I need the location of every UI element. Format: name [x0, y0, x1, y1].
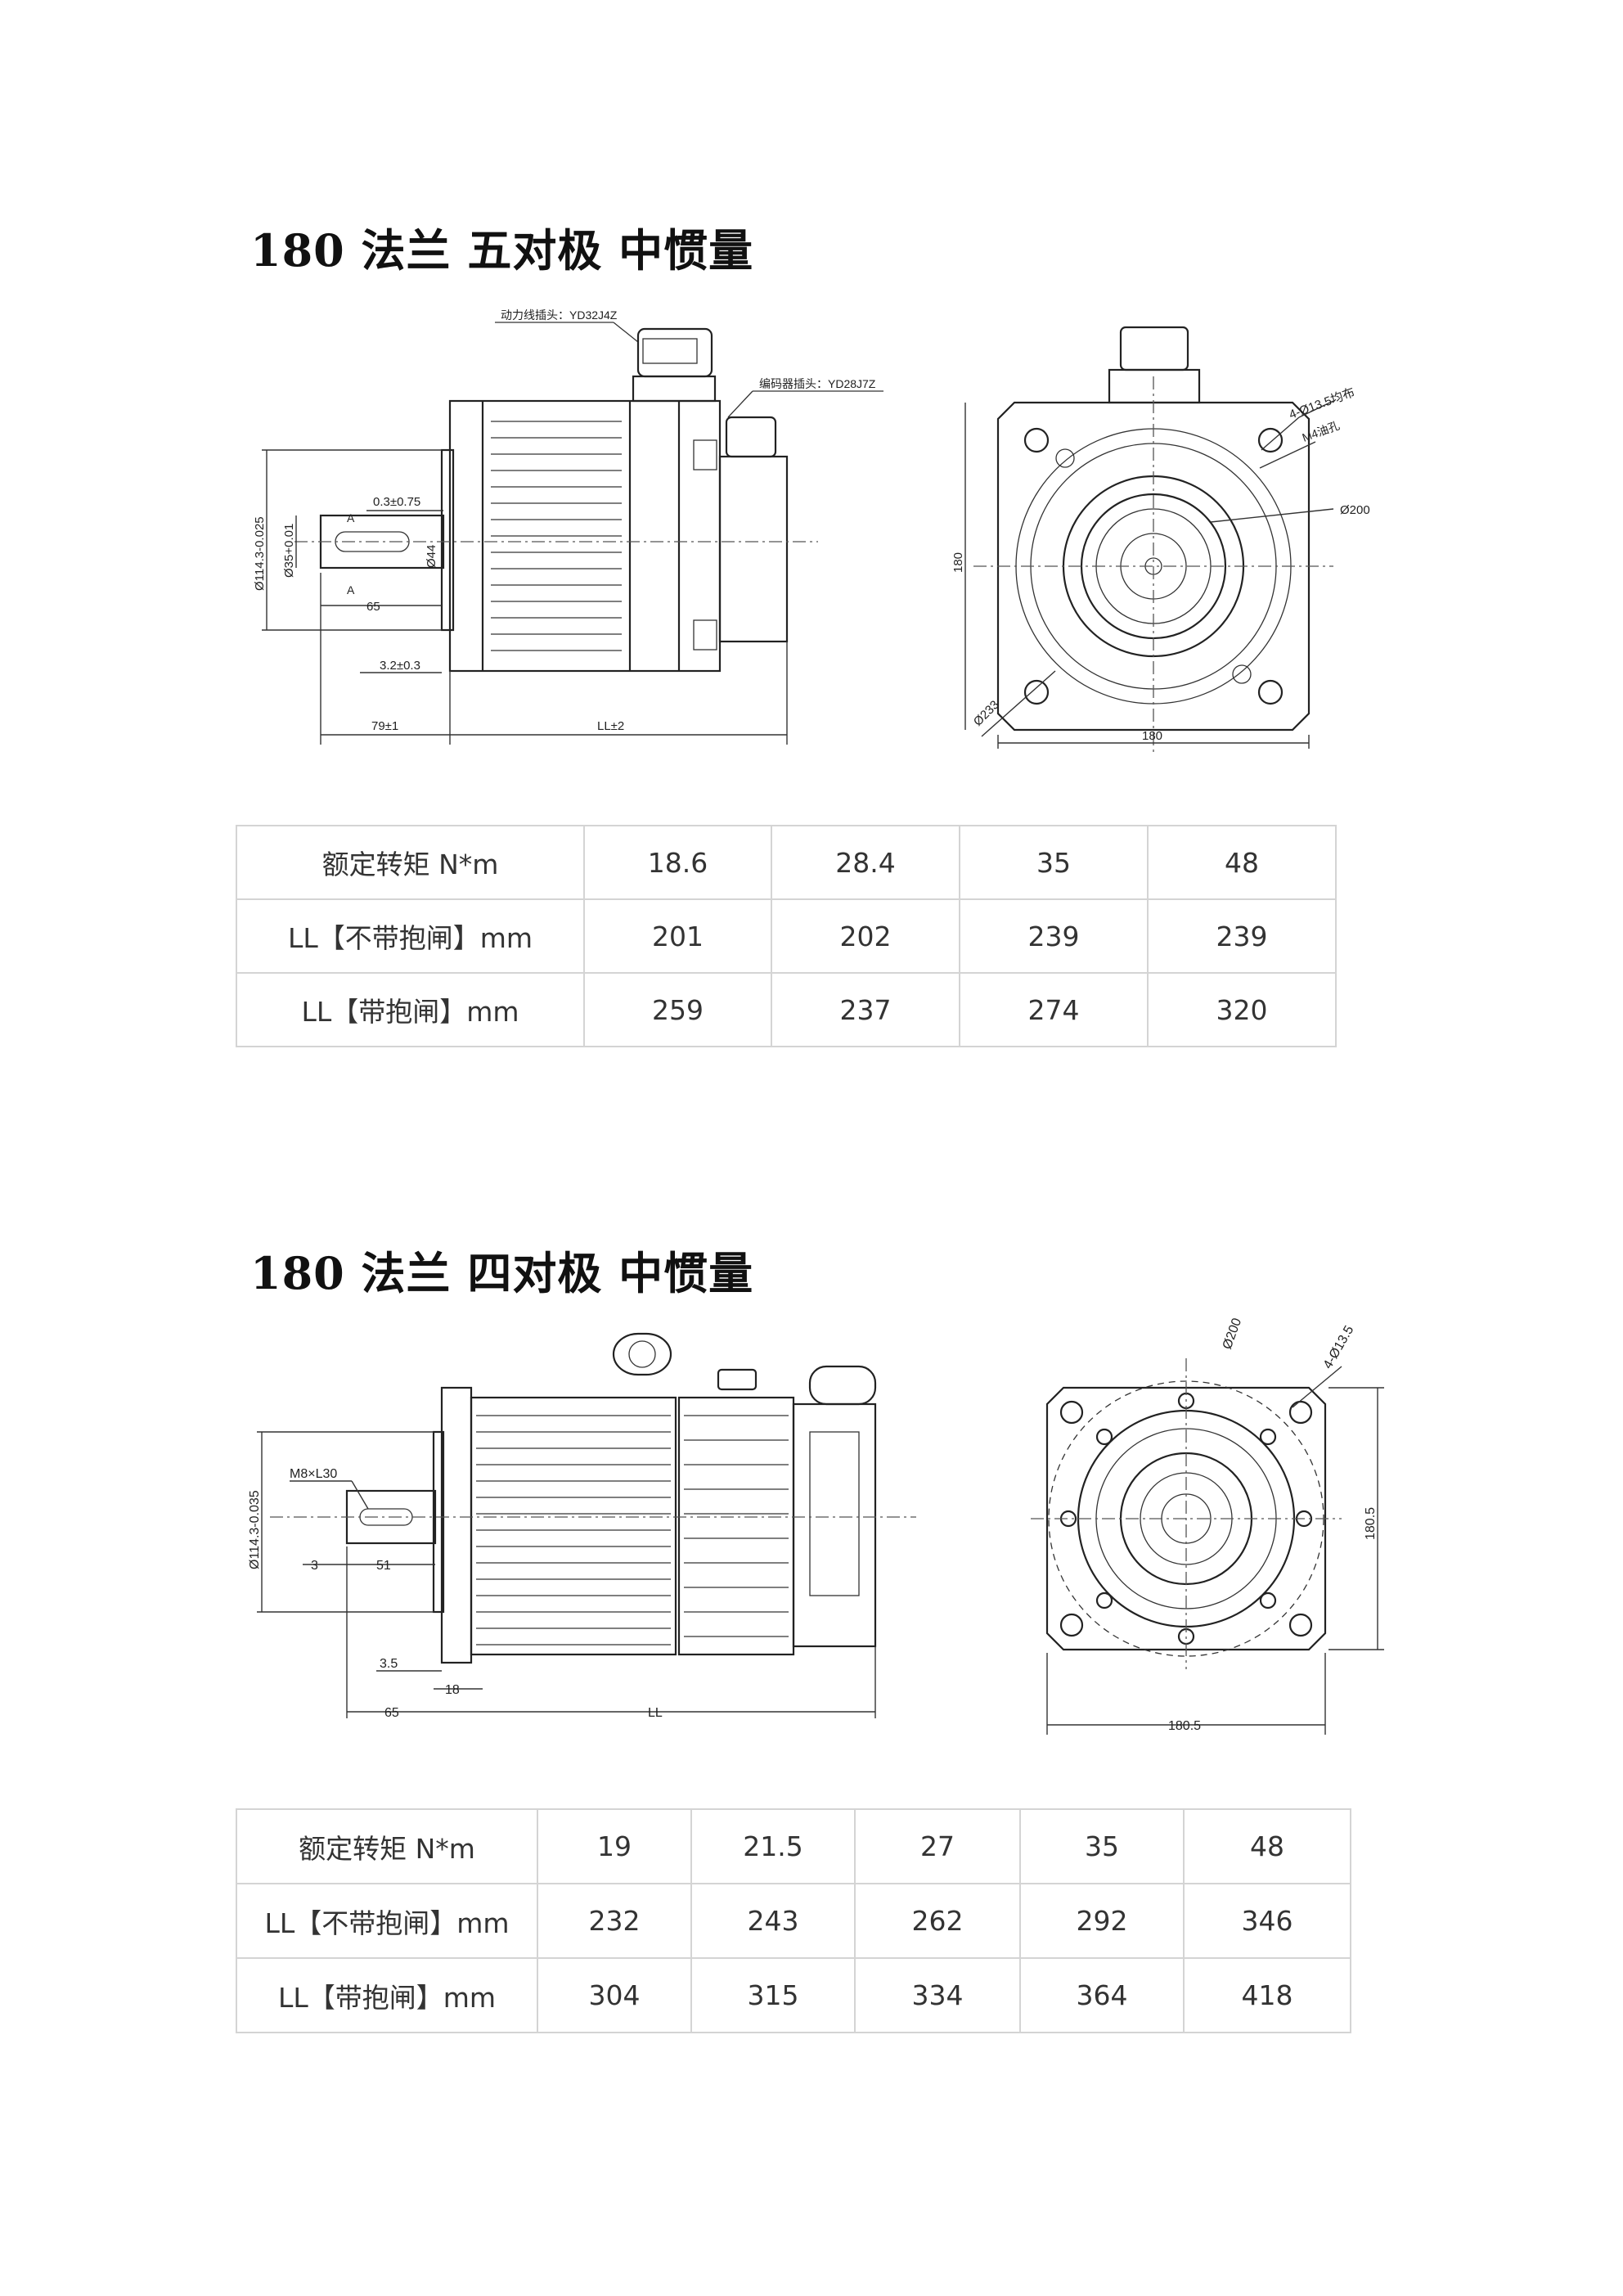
table-cell: 28.4 — [771, 825, 960, 900]
table-cell: 259 — [583, 972, 772, 1047]
table-cell: 201 — [583, 898, 772, 974]
table-cell: 35 — [1019, 1808, 1185, 1884]
dim-holes: 4-Ø13.5 — [1321, 1323, 1357, 1371]
row-label: LL【不带抱闸】mm — [236, 1883, 538, 1959]
table-cell: 292 — [1019, 1883, 1185, 1959]
dim-side-180-5: 180.5 — [1364, 1507, 1378, 1540]
table-cell: 48 — [1147, 825, 1337, 900]
dim-len-65: 65 — [384, 1706, 399, 1720]
dim-len-3: 3 — [311, 1559, 318, 1573]
dim-len-65: 65 — [366, 600, 380, 614]
dim-bottom-180: 180 — [1142, 729, 1162, 743]
dim-tol-03: 0.3±0.75 — [373, 495, 420, 509]
table-row: 额定转矩 N*m 19 21.5 27 35 48 — [236, 1808, 1351, 1884]
table-cell: 320 — [1147, 972, 1337, 1047]
dim-holes: 4-Ø13.5均布 — [1288, 385, 1357, 422]
table-cell: 27 — [854, 1808, 1021, 1884]
motor-side-view-drawing: 动力线插头：YD32J4Z 编码器插头：YD28J7Z 0.3±0.75 A A… — [253, 308, 883, 745]
dim-m8: M8×L30 — [290, 1467, 337, 1481]
spec-table: 额定转矩 N*m 19 21.5 27 35 48 LL【不带抱闸】mm 232… — [236, 1808, 1351, 2033]
dim-dia-200: Ø200 — [1340, 503, 1370, 517]
table-row: LL【不带抱闸】mm 201 202 239 239 — [236, 898, 1337, 974]
table-cell: 19 — [537, 1808, 692, 1884]
table-cell: 18.6 — [583, 825, 772, 900]
table-cell: 346 — [1183, 1883, 1351, 1959]
table-cell: 48 — [1183, 1808, 1351, 1884]
dim-bottom-180-5: 180.5 — [1168, 1719, 1201, 1733]
table-cell: 239 — [1147, 898, 1337, 974]
row-label: LL【带抱闸】mm — [236, 1957, 538, 2033]
table-cell: 262 — [854, 1883, 1021, 1959]
table-row: LL【不带抱闸】mm 232 243 262 292 346 — [236, 1883, 1351, 1959]
datum-a-bottom: A — [347, 583, 355, 597]
table-cell: 418 — [1183, 1957, 1351, 2033]
table-row: LL【带抱闸】mm 304 315 334 364 418 — [236, 1957, 1351, 2033]
table-cell: 239 — [959, 898, 1149, 974]
dim-tol-32: 3.2±0.3 — [380, 659, 420, 673]
table-cell: 21.5 — [690, 1808, 856, 1884]
motor-front-view-drawing: Ø200 4-Ø13.5 180.5 180.5 — [1031, 1317, 1384, 1735]
motor-front-view-drawing: 4-Ø13.5均布 M4油孔 Ø200 180 Ø233 180 — [951, 326, 1370, 753]
section-title: 180 法兰 四对极 中惯量 — [250, 1247, 754, 1299]
section-title: 180 法兰 五对极 中惯量 — [250, 224, 754, 277]
dim-dia-114: Ø114.3-0.035 — [248, 1490, 262, 1569]
row-label: LL【带抱闸】mm — [236, 972, 585, 1047]
dim-m4: M4油孔 — [1301, 419, 1342, 444]
dim-dia-44: Ø44 — [425, 545, 438, 568]
table-cell: 274 — [959, 972, 1149, 1047]
table-cell: 334 — [854, 1957, 1021, 2033]
dim-len-ll: LL — [648, 1706, 663, 1720]
table-cell: 364 — [1019, 1957, 1185, 2033]
table-cell: 35 — [959, 825, 1149, 900]
table-cell: 304 — [537, 1957, 692, 2033]
row-label: LL【不带抱闸】mm — [236, 898, 585, 974]
spec-table: 额定转矩 N*m 18.6 28.4 35 48 LL【不带抱闸】mm 201 … — [236, 825, 1337, 1047]
dim-len-79: 79±1 — [371, 719, 398, 733]
dim-len-51: 51 — [376, 1559, 391, 1573]
table-cell: 202 — [771, 898, 960, 974]
dim-dia-114: Ø114.3-0.025 — [253, 516, 267, 591]
datum-a-top: A — [347, 511, 355, 524]
dim-len-35: 3.5 — [380, 1657, 398, 1671]
power-plug-label: 动力线插头：YD32J4Z — [501, 308, 618, 322]
row-label: 额定转矩 N*m — [236, 825, 585, 900]
dim-side-180: 180 — [951, 552, 965, 573]
table-cell: 232 — [537, 1883, 692, 1959]
table-row: 额定转矩 N*m 18.6 28.4 35 48 — [236, 825, 1337, 900]
table-cell: 237 — [771, 972, 960, 1047]
dim-len-18: 18 — [445, 1683, 460, 1697]
encoder-plug-label: 编码器插头：YD28J7Z — [759, 377, 876, 390]
motor-side-view-drawing: M8×L30 Ø114.3-0.035 3 51 3.5 18 65 LL — [248, 1332, 916, 1720]
dim-dia-200: Ø200 — [1221, 1317, 1244, 1352]
dim-dia-35: Ø35+0.01 — [282, 524, 296, 578]
dim-len-ll: LL±2 — [597, 719, 624, 733]
row-label: 额定转矩 N*m — [236, 1808, 538, 1884]
table-cell: 243 — [690, 1883, 856, 1959]
table-row: LL【带抱闸】mm 259 237 274 320 — [236, 972, 1337, 1047]
table-cell: 315 — [690, 1957, 856, 2033]
